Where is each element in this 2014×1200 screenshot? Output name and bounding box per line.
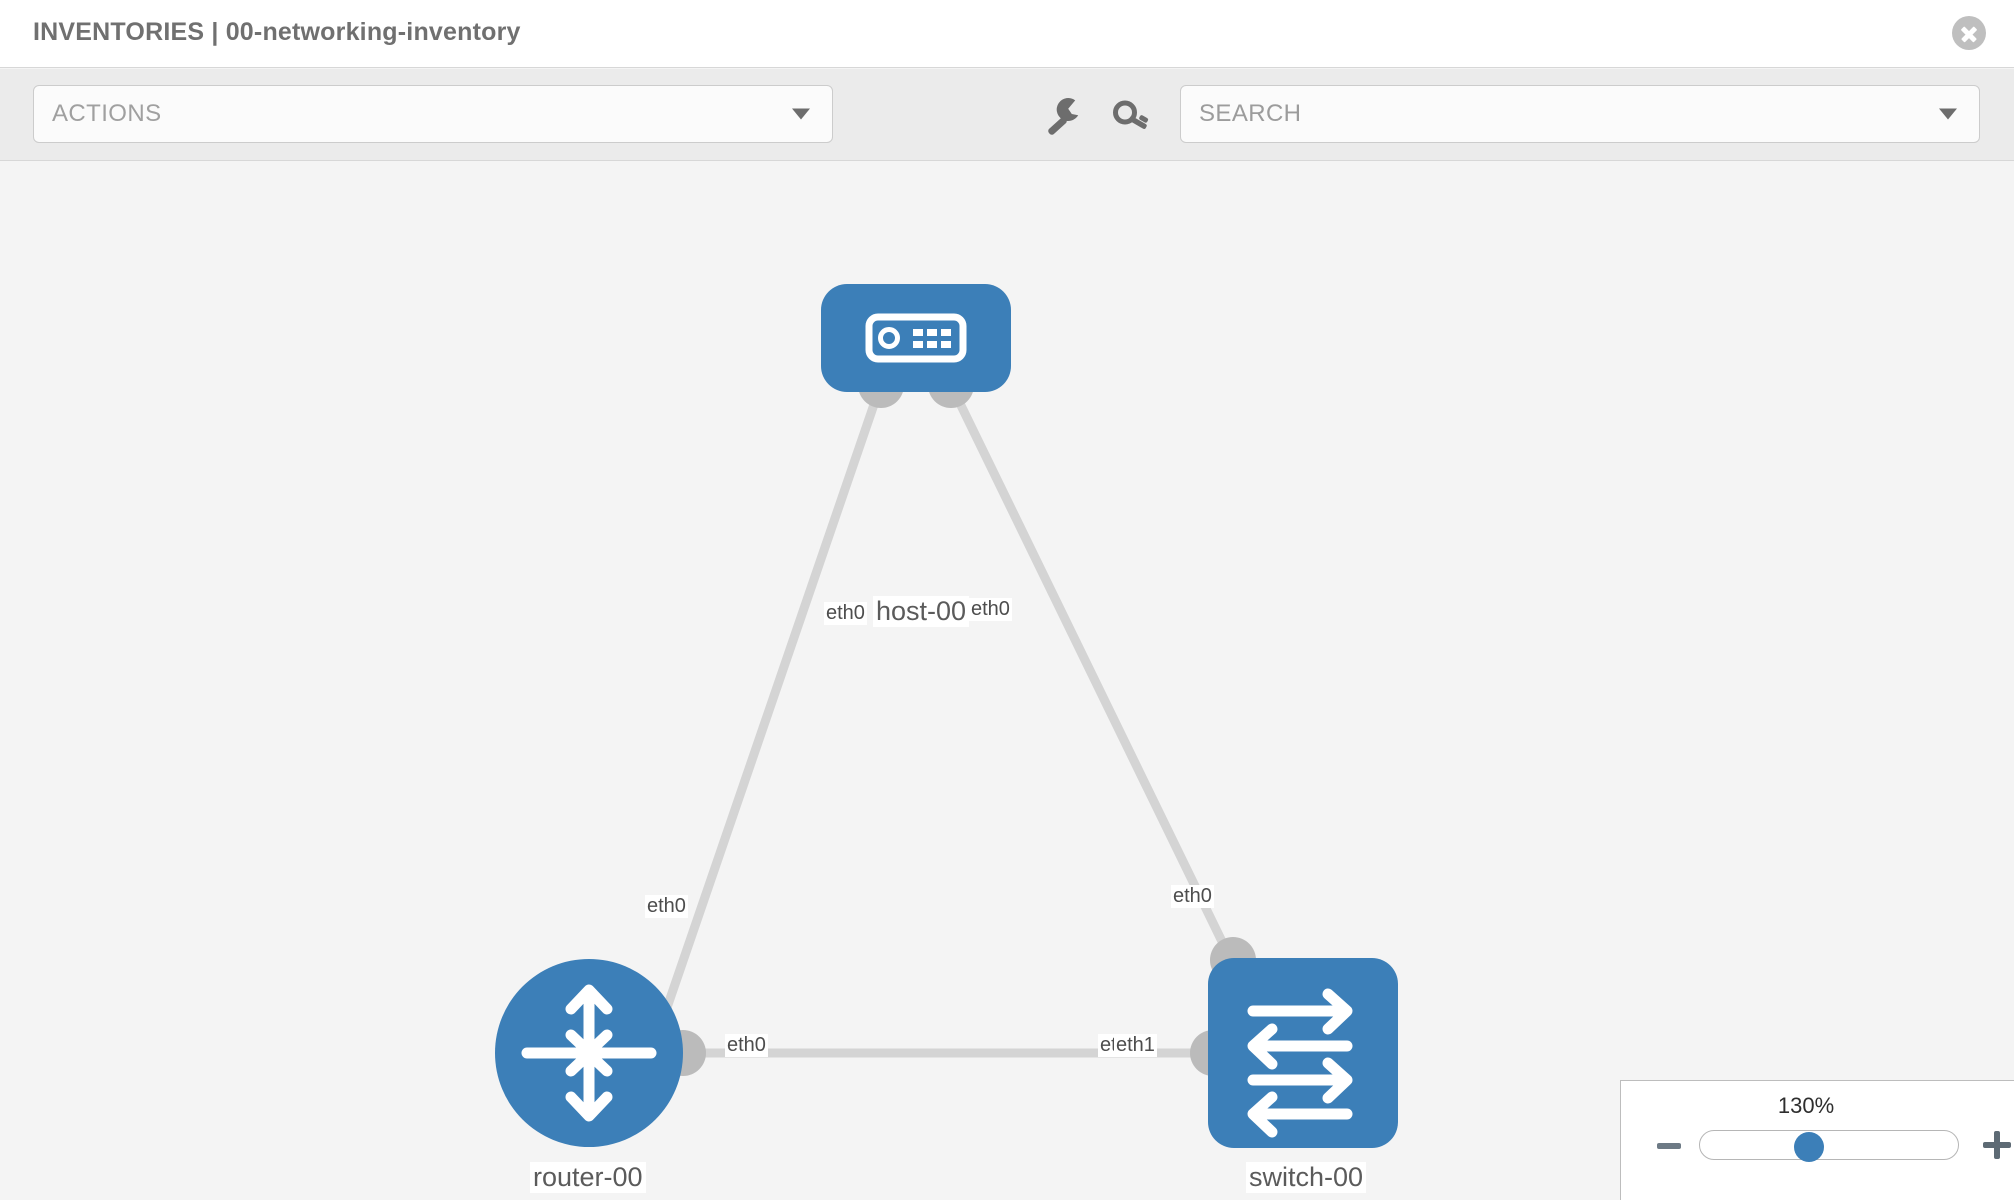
port-label: eth0 [725,1034,768,1057]
zoom-slider-track[interactable] [1699,1130,1959,1160]
topology-svg [495,284,1398,1148]
wrench-icon[interactable] [1043,97,1083,135]
topology-canvas[interactable]: eth0 eth0 eth0 eth0 eth0 eth0 eth1 host-… [0,162,2014,1200]
page-title: INVENTORIES | 00-networking-inventory [33,18,521,46]
router-arrows-icon [521,984,657,1122]
port-label: eth0 [1171,885,1214,908]
zoom-level-value: 130% [1777,1093,1835,1118]
port-label: eth0 [969,598,1012,621]
chevron-down-icon [792,108,810,120]
plus-icon-stroke-h [1983,1142,2011,1148]
node-label-host-00: host-00 [873,596,970,628]
node-label-switch-00: switch-00 [1246,1162,1367,1194]
port-label: eth1 [1114,1034,1157,1057]
page-header: INVENTORIES | 00-networking-inventory [0,0,2014,68]
actions-dropdown[interactable]: ACTIONS [33,85,833,143]
port-label: eth0 [824,602,867,625]
close-icon[interactable] [1952,16,1986,50]
key-icon[interactable] [1112,97,1152,135]
toolbar: ACTIONS SEARCH [0,69,2014,161]
search-dropdown[interactable]: SEARCH [1180,85,1980,143]
node-label-router-00: router-00 [530,1162,646,1194]
node-switch-00 [1208,958,1398,1148]
topology-edges [655,385,1237,1058]
topology-ports [660,362,1256,1076]
search-input-placeholder[interactable]: SEARCH [1199,100,1302,127]
zoom-control-panel: 130% [1620,1080,2014,1200]
port-label: eth0 [645,895,688,918]
node-host-00 [821,284,1011,392]
node-router-00 [495,959,683,1147]
server-icon [865,313,967,363]
actions-dropdown-label: ACTIONS [52,100,162,127]
minus-icon[interactable] [1657,1143,1681,1149]
switch-arrows-icon [1247,988,1353,1138]
edge-host-router [655,385,885,1030]
edge-host-switch [947,385,1237,964]
chevron-down-icon [1939,108,1957,120]
zoom-slider-thumb[interactable] [1794,1132,1824,1162]
plus-icon[interactable] [1983,1131,2011,1159]
